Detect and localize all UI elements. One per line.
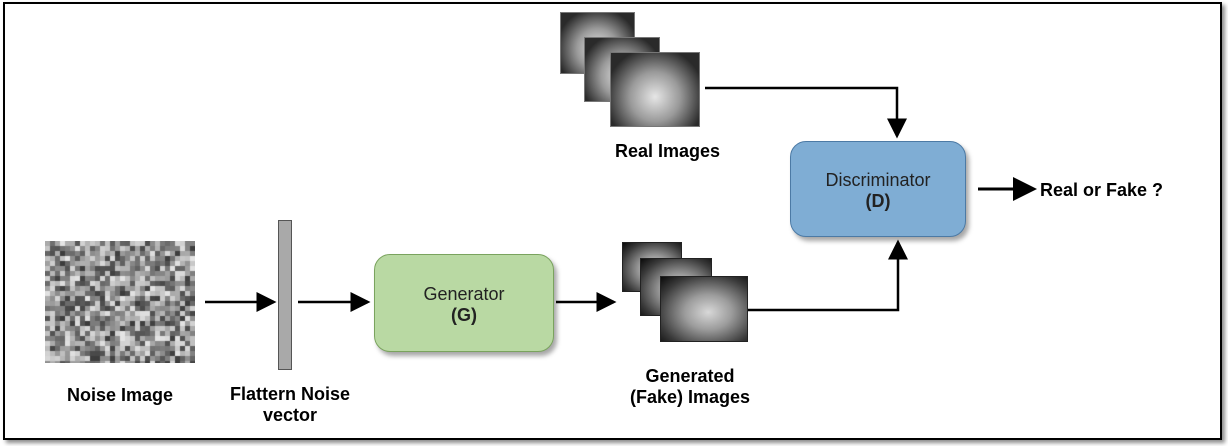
real-images-label: Real Images	[614, 141, 721, 161]
output-label: Real or Fake ?	[1040, 180, 1164, 200]
diagram-frame	[3, 2, 1222, 440]
noise-image	[45, 241, 195, 363]
generator-name: Generator	[423, 284, 505, 304]
arrow-real-to-discriminator	[705, 86, 907, 139]
generator-box: Generator (G)	[374, 254, 554, 352]
generator-symbol: (G)	[451, 305, 477, 325]
arrow-fake-to-discriminator	[748, 239, 908, 312]
noise-image-label: Noise Image	[66, 385, 174, 405]
generated-label-line1: Generated	[645, 366, 735, 386]
discriminator-symbol: (D)	[865, 191, 891, 211]
discriminator-box: Discriminator (D)	[790, 141, 966, 237]
fake-image-3	[660, 276, 748, 342]
flatten-label-line2: vector	[262, 405, 318, 425]
discriminator-name: Discriminator	[825, 170, 931, 190]
flatten-noise-vector-bar	[278, 220, 292, 370]
generated-label-line2: (Fake) Images	[629, 387, 751, 407]
real-image-3	[610, 52, 700, 127]
flatten-label-line1: Flattern Noise	[229, 384, 351, 404]
flatten-vector-label: Flattern Noise vector	[205, 384, 375, 426]
generated-images-label: Generated (Fake) Images	[595, 366, 785, 408]
